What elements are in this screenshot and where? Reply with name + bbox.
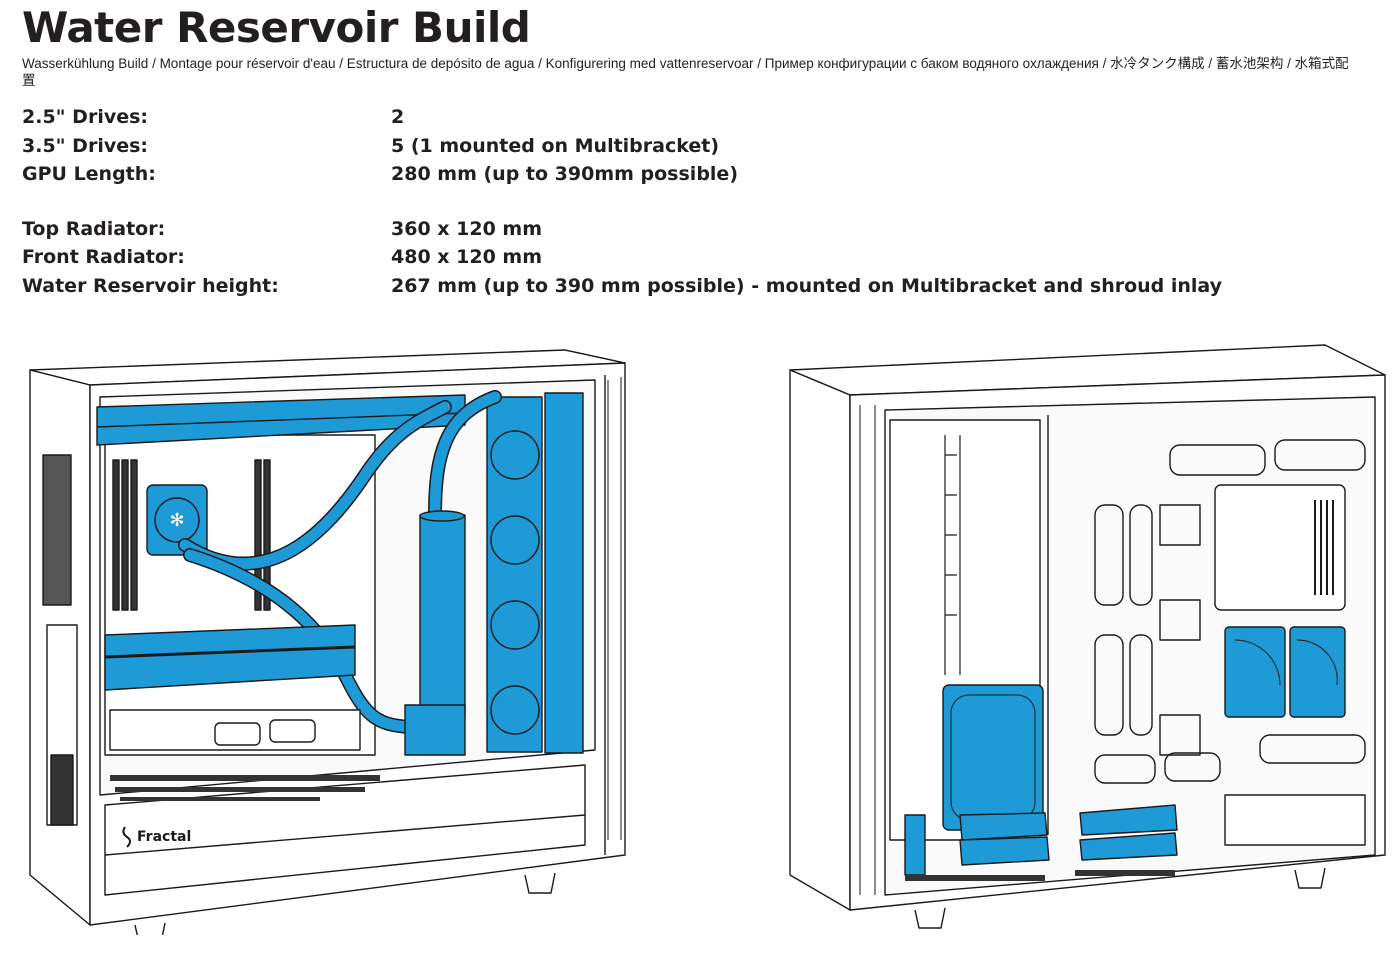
spec-value: 360 x 120 mm	[391, 217, 543, 240]
water-reservoir	[404, 510, 466, 756]
psu-shroud	[1224, 794, 1366, 846]
floor-vent-holes	[905, 870, 1175, 881]
hdd-drive-3-5-multibracket	[942, 684, 1044, 831]
pcie-slots	[109, 709, 361, 751]
spec-row-top-radiator: Top Radiator: 360 x 120 mm	[22, 218, 1222, 247]
spec-label: 3.5" Drives:	[22, 134, 149, 157]
cable-routing-channels	[944, 435, 961, 675]
front-radiator	[486, 392, 584, 754]
spec-label: Top Radiator:	[22, 217, 166, 240]
graphics-card	[104, 624, 356, 691]
page-subtitle-translations: Wasserkühlung Build / Montage pour réser…	[22, 56, 1349, 88]
page-title: Water Reservoir Build	[22, 3, 531, 52]
top-radiator	[96, 394, 466, 446]
spec-row-gpu-length: GPU Length: 280 mm (up to 390mm possible…	[22, 163, 1222, 192]
spec-value: 480 x 120 mm	[391, 246, 543, 268]
motherboard	[104, 434, 376, 756]
spec-row-2-5-drives: 2.5" Drives: 2	[22, 106, 1222, 135]
spec-list: 2.5" Drives: 2 3.5" Drives: 5 (1 mounted…	[22, 106, 1222, 303]
fractal-logo-text: Fractal	[137, 829, 191, 845]
ram-modules-icon	[112, 459, 271, 611]
hdd-cages-bottom	[904, 804, 1178, 876]
spec-spacer	[22, 192, 1222, 218]
coolant-tubes	[178, 390, 502, 734]
cable-grommets	[1094, 439, 1366, 784]
spec-row-3-5-drives: 3.5" Drives: 5 (1 mounted on Multibracke…	[22, 135, 1222, 164]
svg-text:✻: ✻	[169, 510, 184, 530]
spec-value: 5 (1 mounted on Multibracket)	[391, 134, 720, 157]
ssd-drives-2-5	[1224, 626, 1346, 718]
spec-label: Front Radiator:	[22, 246, 185, 268]
spec-value: 267 mm (up to 390 mm possible) - mounted…	[391, 274, 1223, 297]
spec-label: Water Reservoir height:	[22, 274, 279, 297]
spec-row-reservoir-height: Water Reservoir height: 267 mm (up to 39…	[22, 275, 1222, 304]
ssd-mounts	[1159, 504, 1201, 756]
fractal-logo: Fractal	[122, 826, 191, 848]
spec-value: 2	[391, 106, 405, 128]
mobo-backplate-holes	[1314, 500, 1334, 595]
floor-vent-holes	[110, 775, 380, 801]
spec-row-front-radiator: Front Radiator: 480 x 120 mm	[22, 246, 1222, 275]
cpu-cutout	[1214, 484, 1346, 611]
spec-label: 2.5" Drives:	[22, 106, 149, 128]
case-illustration-front-side: ✻	[25, 335, 645, 935]
spec-value: 280 mm (up to 390mm possible)	[391, 163, 739, 185]
spec-label: GPU Length:	[22, 163, 156, 185]
cpu-waterblock: ✻	[146, 484, 208, 556]
case-illustration-rear-side	[785, 335, 1395, 935]
